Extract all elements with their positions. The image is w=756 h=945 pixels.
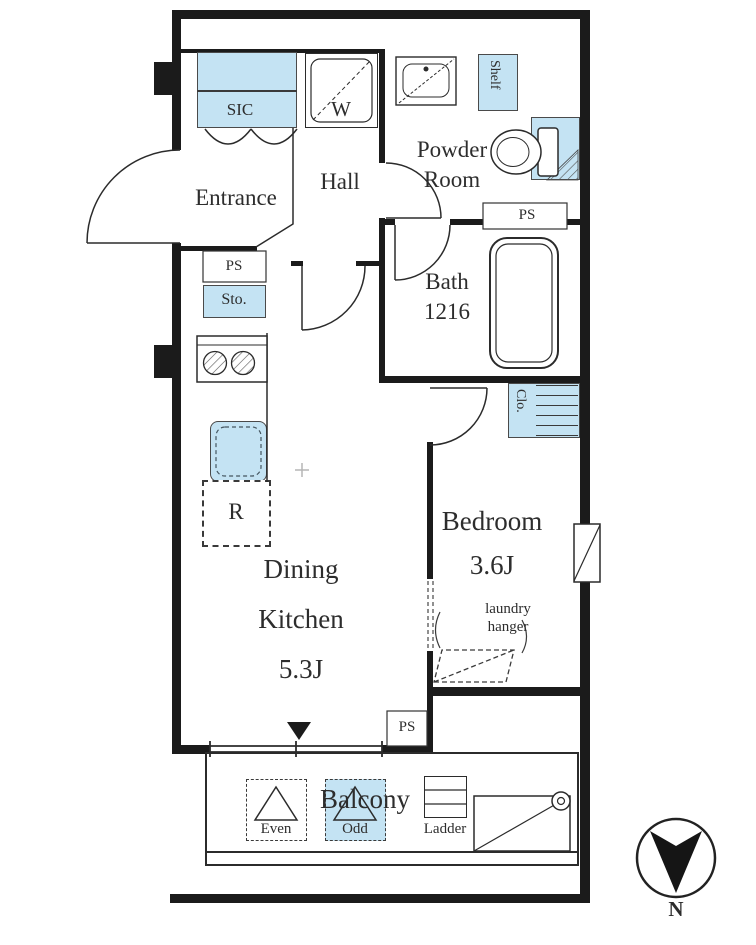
bedroom-window xyxy=(573,523,601,583)
sic-shelf-line xyxy=(197,90,297,92)
laundry-label-1: laundry xyxy=(485,601,531,617)
bath-label: Bath xyxy=(425,269,469,294)
ps-lower-label: PS xyxy=(398,719,416,735)
wall-left-upper xyxy=(172,10,181,150)
wall-sill-right xyxy=(382,745,433,754)
wall-hall-powder-upper xyxy=(379,49,385,163)
ps-left-label: PS xyxy=(225,258,243,274)
sic-bifold-doors xyxy=(204,128,298,145)
dk-size-label: 5.3J xyxy=(278,654,324,684)
wall-bath-north-right xyxy=(450,219,582,225)
wall-closet-top xyxy=(180,49,382,53)
wall-dk-bedroom-mid xyxy=(427,442,433,579)
laundry-label-2: hanger xyxy=(487,619,529,635)
wall-sill-left xyxy=(172,745,210,754)
even-label: Even xyxy=(260,821,292,837)
vanity-icon xyxy=(395,56,457,106)
balcony-panel-icon xyxy=(473,791,571,852)
wall-notch-top xyxy=(154,62,172,95)
burner-icon xyxy=(202,350,228,376)
bathtub-icon xyxy=(489,237,559,369)
wall-hall-dk-right-stub xyxy=(356,261,380,266)
shelf-unit xyxy=(478,54,518,111)
wall-dk-bedroom-low xyxy=(427,651,433,754)
washer-label: W xyxy=(331,97,351,121)
refrigerator-box xyxy=(202,480,271,547)
kitchen-sink xyxy=(210,421,267,482)
closet-label: Clo. xyxy=(513,389,528,413)
bedroom-size-label: 3.6J xyxy=(469,550,515,580)
dk-bedroom-opening xyxy=(427,581,434,650)
bedroom-door-arc xyxy=(429,387,488,446)
hall-label: Hall xyxy=(320,169,360,194)
entrance-door-arc xyxy=(86,149,181,244)
powder-room-label-2: Room xyxy=(423,167,481,192)
wall-entrance-south xyxy=(179,246,257,251)
balcony-label: Balcony xyxy=(320,784,410,814)
sic-label: SIC xyxy=(226,100,254,119)
hall-dk-door-arc xyxy=(301,265,366,331)
entrance-label: Entrance xyxy=(195,185,277,210)
north-arrow-icon xyxy=(635,817,717,899)
odd-label: Odd xyxy=(342,821,368,837)
burner-icon xyxy=(230,350,256,376)
kitchen-label: Kitchen xyxy=(258,604,344,634)
ceiling-light-icon xyxy=(295,463,309,477)
wall-notch-mid xyxy=(154,345,172,378)
wall-top xyxy=(175,10,589,19)
ps-upper-label: PS xyxy=(518,207,536,223)
powder-room-label-1: Powder xyxy=(416,137,488,162)
wall-right-lower xyxy=(580,582,590,903)
storage-box xyxy=(203,285,266,318)
ladder-box xyxy=(424,776,467,818)
wall-bath-north-left xyxy=(385,219,395,225)
shelf-label: Shelf xyxy=(487,60,502,90)
ladder-label: Ladder xyxy=(423,821,467,837)
wall-right-upper xyxy=(580,10,590,524)
storage-label: Sto. xyxy=(221,291,247,308)
balcony-window xyxy=(209,741,383,757)
north-label: N xyxy=(668,897,684,921)
dining-label: Dining xyxy=(263,554,339,584)
bath-size-label: 1216 xyxy=(424,299,470,324)
wall-bottom xyxy=(170,894,590,903)
wall-bath-south xyxy=(379,376,582,383)
wall-hall-dk-left-stub xyxy=(291,261,303,266)
bedroom-label: Bedroom xyxy=(441,506,543,536)
closet-shelf-stripes xyxy=(536,385,578,436)
toilet-area xyxy=(531,117,580,180)
refrigerator-label: R xyxy=(228,499,244,524)
wall-hall-powder-lower xyxy=(379,218,385,379)
wall-left-main xyxy=(172,243,181,754)
stove-icon xyxy=(196,335,268,383)
entry-marker-icon xyxy=(287,722,311,740)
wall-bedroom-south xyxy=(427,687,588,696)
